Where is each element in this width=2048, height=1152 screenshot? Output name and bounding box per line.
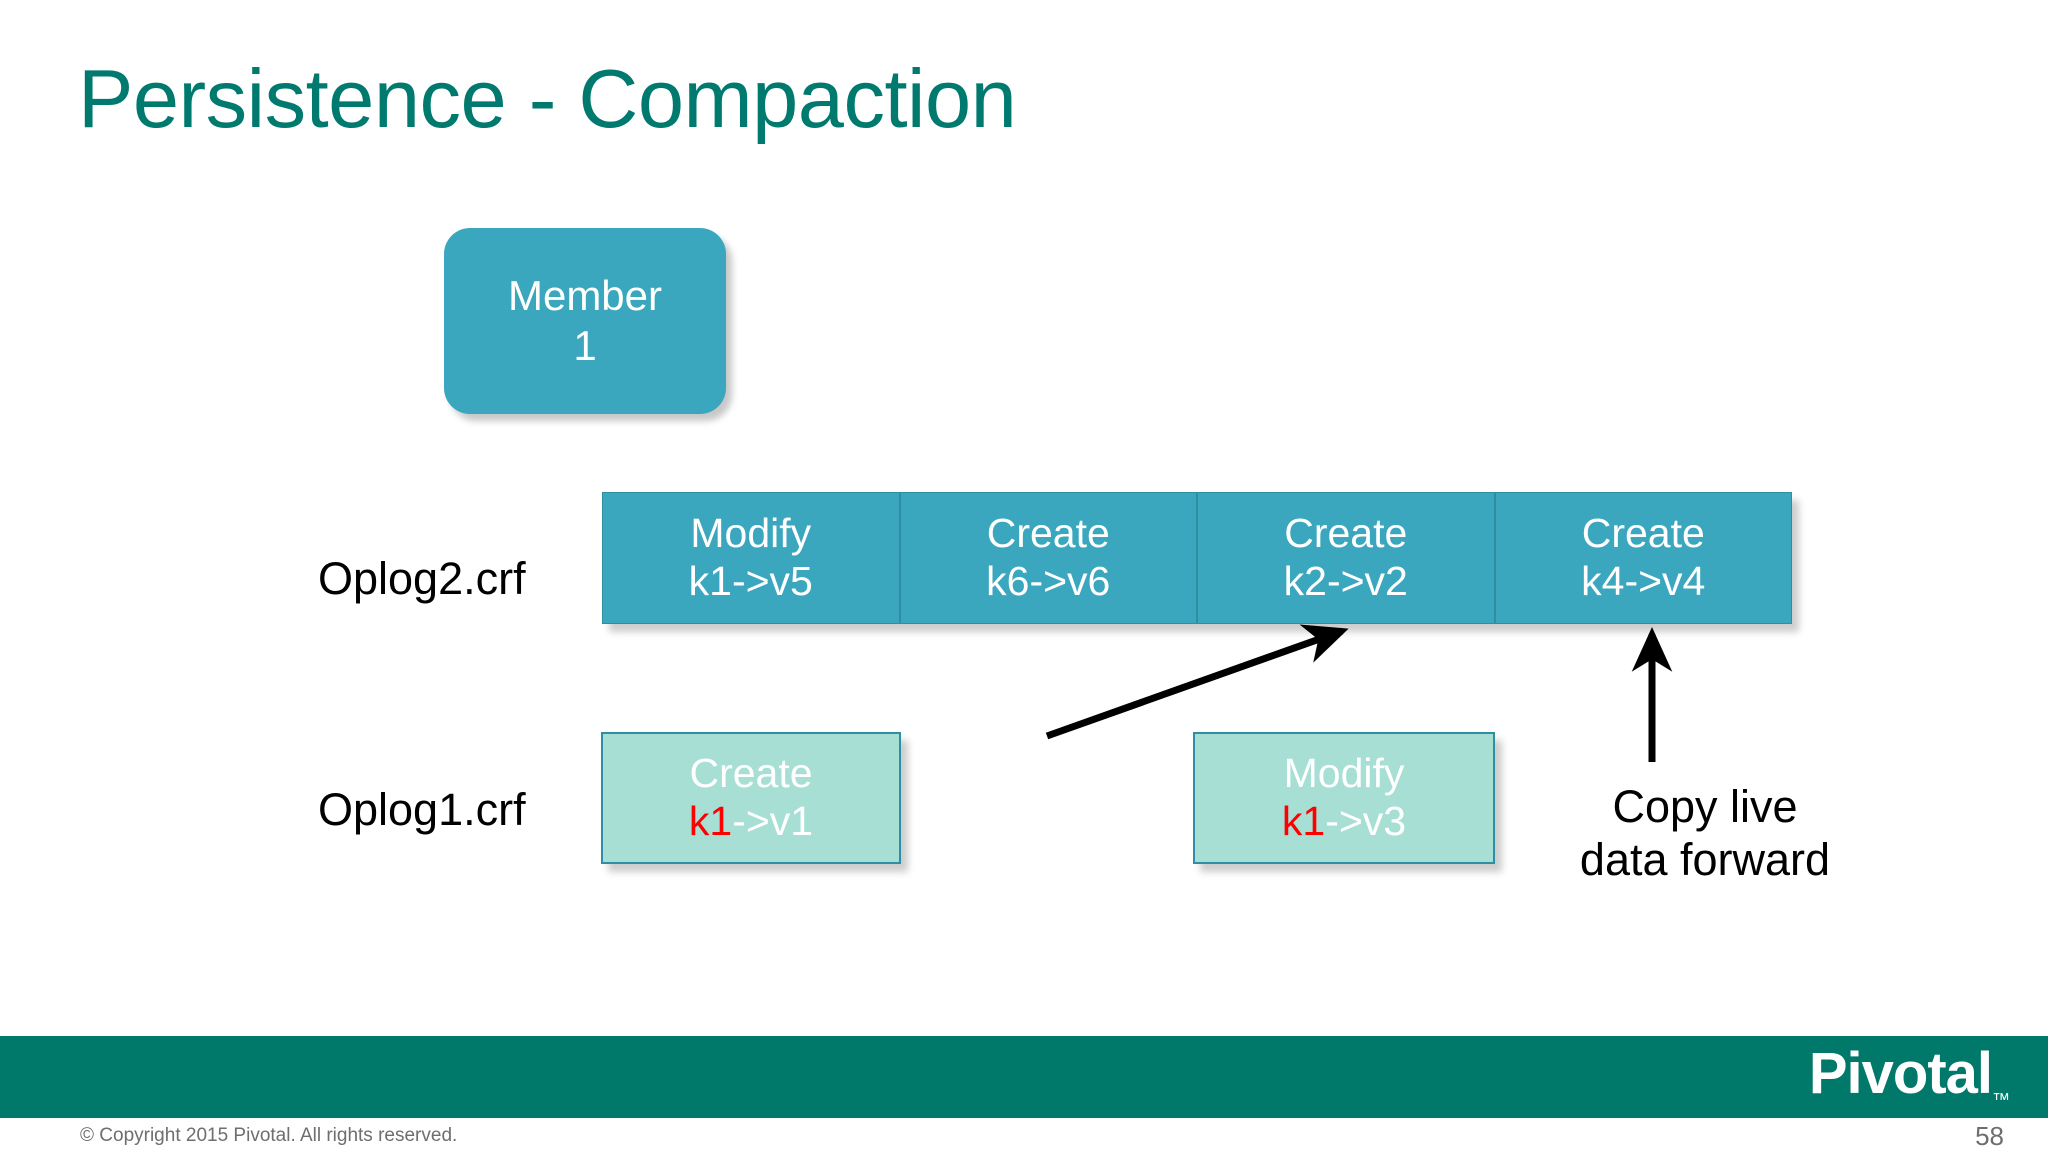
oplog2-record-2-kv: k2->v2 bbox=[1283, 558, 1408, 604]
oplog2-record-0-kv: k1->v5 bbox=[688, 558, 813, 604]
oplog1-row-label: Oplog1.crf bbox=[318, 784, 526, 835]
oplog1-record-0-key: k1 bbox=[688, 798, 733, 844]
page-title: Persistence - Compaction bbox=[78, 52, 1017, 145]
pivotal-logo-text: Pivotal bbox=[1808, 1041, 1993, 1106]
member-node-number: 1 bbox=[573, 322, 597, 369]
oplog2-record-0-op: Modify bbox=[690, 510, 812, 557]
member-node: Member 1 bbox=[444, 228, 726, 414]
oplog2-record-0: Modify k1->v5 bbox=[602, 492, 900, 624]
oplog2-record-strip: Modify k1->v5 Create k6->v6 Create k2->v… bbox=[602, 492, 1792, 624]
oplog2-record-3: Create k4->v4 bbox=[1494, 492, 1792, 624]
oplog1-record-0-op: Create bbox=[689, 750, 813, 797]
footer-bar bbox=[0, 1036, 2048, 1118]
trademark-icon: ™ bbox=[1992, 1089, 2010, 1110]
oplog1-record-0-kv: k1->v1 bbox=[689, 798, 813, 846]
diagonal-copy-arrow bbox=[1045, 624, 1349, 740]
oplog2-record-2-op: Create bbox=[1284, 510, 1408, 557]
oplog1-record-1-kv: k1->v3 bbox=[1282, 798, 1406, 846]
oplog2-record-2: Create k2->v2 bbox=[1197, 492, 1495, 624]
oplog2-record-1-op: Create bbox=[986, 510, 1110, 557]
oplog1-record-1: Modify k1->v3 bbox=[1193, 732, 1495, 864]
oplog2-record-3-kv: k4->v4 bbox=[1581, 558, 1706, 604]
copy-live-data-annotation-line1: Copy live bbox=[1612, 781, 1798, 832]
pivotal-logo: Pivotal™ bbox=[1809, 1045, 2010, 1109]
member-node-name: Member bbox=[507, 272, 663, 320]
page-number: 58 bbox=[1975, 1121, 2004, 1151]
oplog1-record-1-key: k1 bbox=[1281, 798, 1326, 844]
oplog1-record-0-value: ->v1 bbox=[732, 798, 814, 844]
oplog2-record-1-kv: k6->v6 bbox=[986, 558, 1111, 604]
oplog1-record-1-value: ->v3 bbox=[1325, 798, 1407, 844]
footer-copyright: © Copyright 2015 Pivotal. All rights res… bbox=[80, 1125, 458, 1146]
oplog1-record-0: Create k1->v1 bbox=[601, 732, 901, 864]
oplog2-row-label: Oplog2.crf bbox=[318, 553, 526, 604]
copy-live-data-annotation-line2: data forward bbox=[1579, 834, 1831, 886]
copy-live-data-annotation: Copy live data forward bbox=[1540, 780, 1870, 886]
oplog2-record-1: Create k6->v6 bbox=[899, 492, 1197, 624]
oplog2-record-3-op: Create bbox=[1581, 510, 1705, 557]
oplog1-record-1-op: Modify bbox=[1283, 750, 1405, 797]
